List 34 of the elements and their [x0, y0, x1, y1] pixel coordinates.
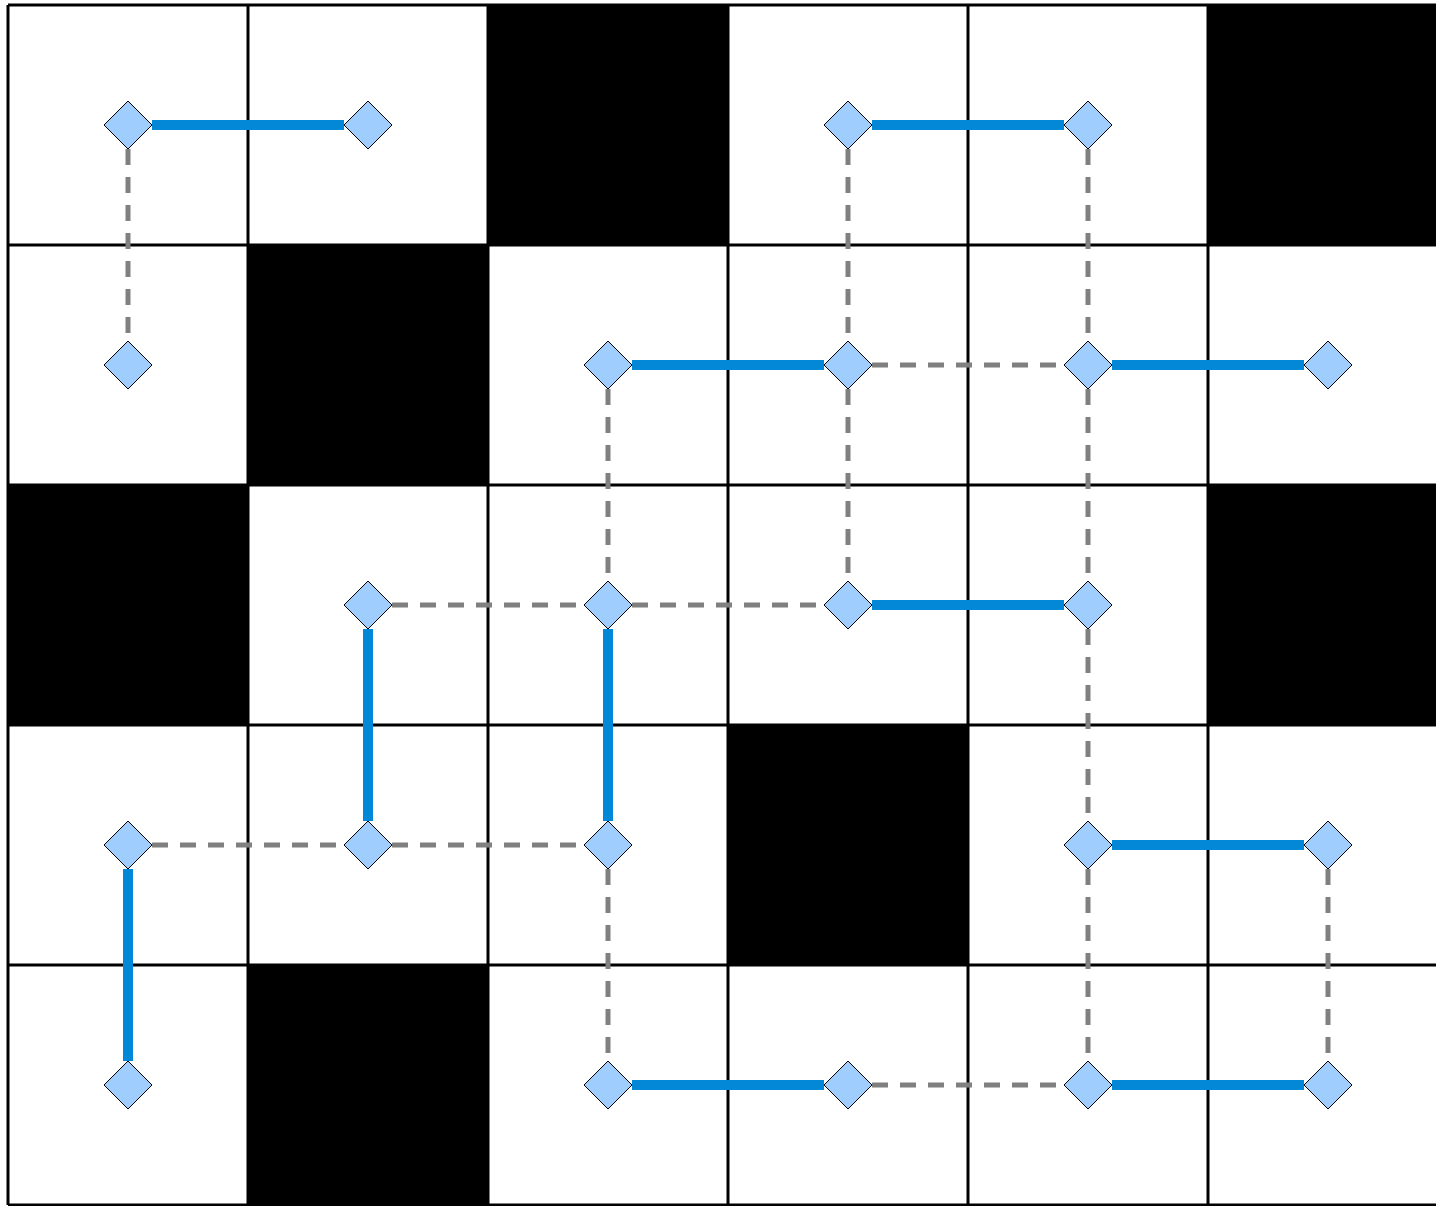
diamond-node — [343, 580, 393, 630]
diamond-node — [103, 820, 153, 870]
diamond-node — [1303, 820, 1353, 870]
diamond-node — [103, 100, 153, 150]
diamond-node — [103, 340, 153, 390]
diamond-node — [1063, 580, 1113, 630]
diamond-node — [1303, 1060, 1353, 1110]
diamond-node — [1063, 100, 1113, 150]
diamond-node — [103, 1060, 153, 1110]
diamond-node — [583, 820, 633, 870]
thick-connector — [1112, 1080, 1304, 1090]
thick-connector — [1112, 360, 1304, 370]
thick-connector — [363, 629, 373, 821]
diamond-node — [823, 1060, 873, 1110]
diamond-node — [823, 340, 873, 390]
diamond-node — [823, 580, 873, 630]
diamond-node — [583, 580, 633, 630]
diamond-node — [1303, 340, 1353, 390]
thick-connector — [603, 629, 613, 821]
thick-connector — [1112, 840, 1304, 850]
diamond-node — [1063, 820, 1113, 870]
diamond-node — [1063, 340, 1113, 390]
thick-connector — [872, 120, 1064, 130]
thick-connector — [632, 1080, 824, 1090]
diamond-node — [823, 100, 873, 150]
thick-connector — [152, 120, 344, 130]
diamond-node — [1063, 1060, 1113, 1110]
thick-connector — [872, 600, 1064, 610]
diamond-node — [343, 100, 393, 150]
thick-connector — [632, 360, 824, 370]
diamond-node — [343, 820, 393, 870]
diamond-node — [583, 340, 633, 390]
thick-connector — [123, 869, 133, 1061]
diamond-node — [583, 1060, 633, 1110]
